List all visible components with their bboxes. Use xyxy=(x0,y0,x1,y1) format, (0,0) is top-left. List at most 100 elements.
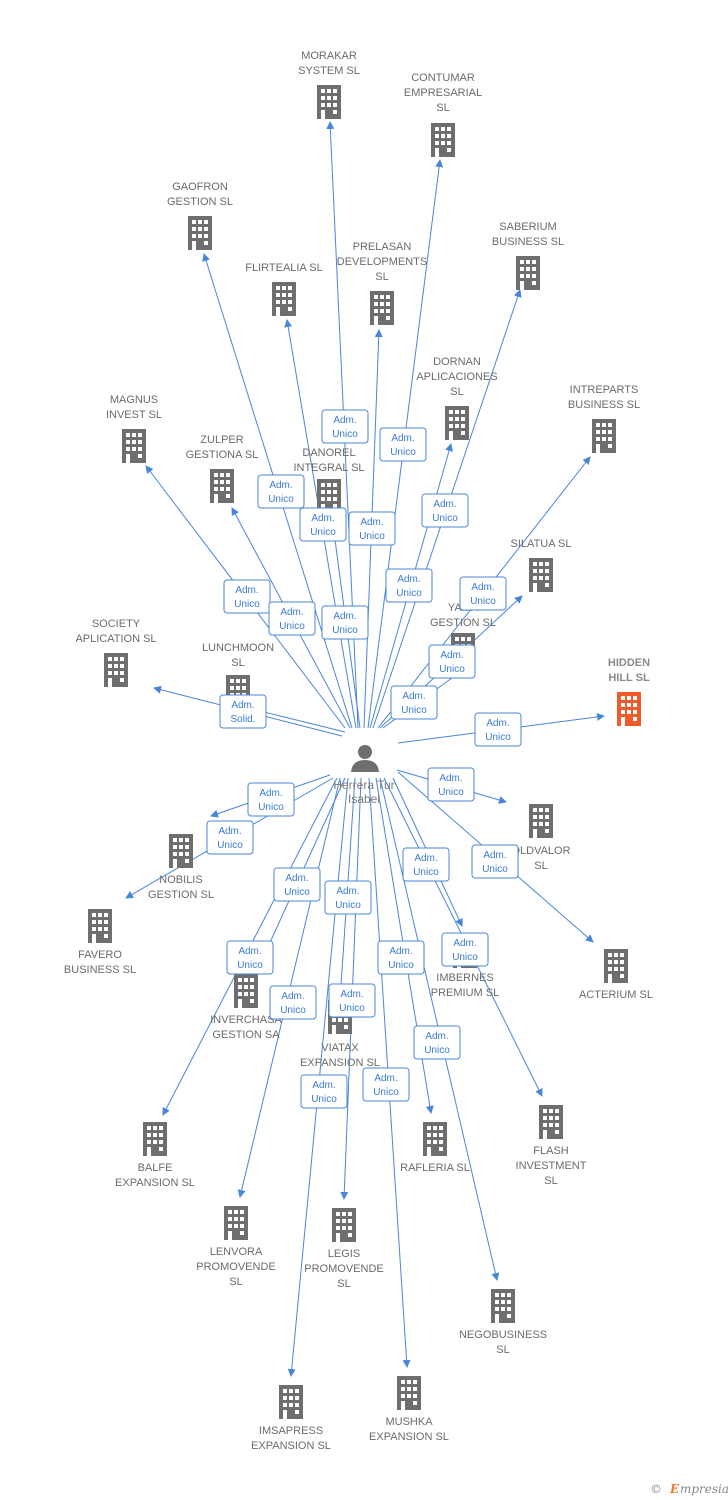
role-badge-rafleria[interactable]: Adm.Unico xyxy=(377,940,425,975)
role-badge-saberium[interactable]: Adm.Unico xyxy=(421,493,469,528)
role-badge-zulper[interactable]: Adm.Unico xyxy=(268,601,316,636)
person-node[interactable]: Herrera Tur Isabel xyxy=(333,745,395,806)
building-icon xyxy=(491,1289,515,1323)
building-icon xyxy=(210,469,234,503)
role-text: Unico xyxy=(284,887,310,898)
role-badge-contumar[interactable]: Adm.Unico xyxy=(379,427,427,462)
role-badge-morakar[interactable]: Adm.Unico xyxy=(321,409,369,444)
role-badge-box xyxy=(321,605,369,640)
role-badge-legis[interactable]: Adm.Unico xyxy=(328,983,376,1018)
company-name-line: GESTION SA xyxy=(212,1029,280,1041)
role-badge-box xyxy=(402,847,450,882)
role-badge-imsapress[interactable]: Adm.Unico xyxy=(300,1074,348,1109)
role-badge-lunchmoon[interactable]: Adm.Solid. xyxy=(219,694,267,729)
role-badge-yama[interactable]: Adm.Unico xyxy=(390,685,438,720)
role-badge-flash[interactable]: Adm.Unico xyxy=(441,932,489,967)
role-badge-gaofron[interactable]: Adm.Unico xyxy=(257,474,305,509)
role-badge-prelasan[interactable]: Adm. Unico xyxy=(348,511,396,546)
role-text: Adm. xyxy=(269,480,292,491)
building-icon xyxy=(445,406,469,440)
role-badge-dornan[interactable]: Adm.Unico xyxy=(385,568,433,603)
company-name-line: SL xyxy=(229,1276,242,1288)
company-name-line: FAVERO xyxy=(78,949,122,961)
role-badge-imbernes[interactable]: Adm.Unico xyxy=(402,847,450,882)
building-icon xyxy=(143,1122,167,1156)
building-icon xyxy=(370,291,394,325)
role-text: Unico xyxy=(359,531,385,542)
company-node-acterium[interactable]: ACTERIUM SL xyxy=(579,949,653,1001)
company-node-flirtealia[interactable]: FLIRTEALIA SL xyxy=(245,262,323,316)
role-badge-balfe[interactable]: Adm.Unico xyxy=(226,940,274,975)
company-name-line: EXPANSION SL xyxy=(251,1440,331,1452)
company-node-inverchasa[interactable]: INVERCHASA GESTION SA xyxy=(210,974,282,1041)
company-name-line: INVERCHASA xyxy=(210,1014,282,1026)
role-badge-box xyxy=(269,985,317,1020)
role-text: Unico xyxy=(237,960,263,971)
company-name-line: IMBERNES xyxy=(436,972,493,984)
role-badge-danorel[interactable]: Adm.Unico xyxy=(321,605,369,640)
role-badge-box xyxy=(474,712,522,747)
role-text: Adm. xyxy=(340,989,363,1000)
role-badge-viatax[interactable]: Adm.Unico xyxy=(324,880,372,915)
role-badge-negobusiness[interactable]: Adm.Unico xyxy=(413,1025,461,1060)
company-name-line: EMPRESARIAL xyxy=(404,87,482,99)
role-badge-flirtealia[interactable]: Adm.Unico xyxy=(299,507,347,542)
role-badge-box xyxy=(321,409,369,444)
building-icon xyxy=(516,256,540,290)
company-name-line: SL xyxy=(375,271,388,283)
role-text: Unico xyxy=(258,802,284,813)
role-badge-intreparts[interactable]: Adm.Unico xyxy=(459,576,507,611)
role-badge-box xyxy=(348,511,396,546)
role-badge-magnus[interactable]: Adm.Unico xyxy=(223,579,271,614)
company-name-line: DEVELOPMENTS xyxy=(337,256,427,268)
role-badge-hidden[interactable]: Adm.Unico xyxy=(474,712,522,747)
copyright-symbol: © xyxy=(650,1482,662,1496)
role-text: Adm. xyxy=(486,718,509,729)
brand-initial: E xyxy=(669,1482,680,1496)
role-badge-mushka[interactable]: Adm.Unico xyxy=(362,1067,410,1102)
role-badge-box xyxy=(427,767,475,802)
role-badge-favero[interactable]: Adm.Unico xyxy=(206,820,254,855)
role-badge-silatua[interactable]: Adm.Unico xyxy=(428,644,476,679)
role-badge-oldvalor[interactable]: Adm.Unico xyxy=(427,767,475,802)
role-badge-lenvora[interactable]: Adm.Unico xyxy=(269,985,317,1020)
role-badge-box xyxy=(268,601,316,636)
role-badge-inverchasa[interactable]: Adm.Unico xyxy=(273,867,321,902)
role-text: Adm. xyxy=(360,517,383,528)
role-text: Unico xyxy=(234,599,260,610)
company-node-silatua[interactable]: SILATUA SL xyxy=(511,538,572,592)
company-node-rafleria[interactable]: RAFLERIA SL xyxy=(400,1122,470,1174)
building-icon xyxy=(272,282,296,316)
role-badge-nobilis[interactable]: Adm.Unico xyxy=(247,782,295,817)
company-name-line: APLICATION SL xyxy=(75,633,156,645)
role-text: Unico xyxy=(482,864,508,875)
role-badge-acterium[interactable]: Adm. Unico xyxy=(471,844,519,879)
company-name-line: PROMOVENDE xyxy=(196,1261,275,1273)
role-text: Adm. xyxy=(483,850,506,861)
